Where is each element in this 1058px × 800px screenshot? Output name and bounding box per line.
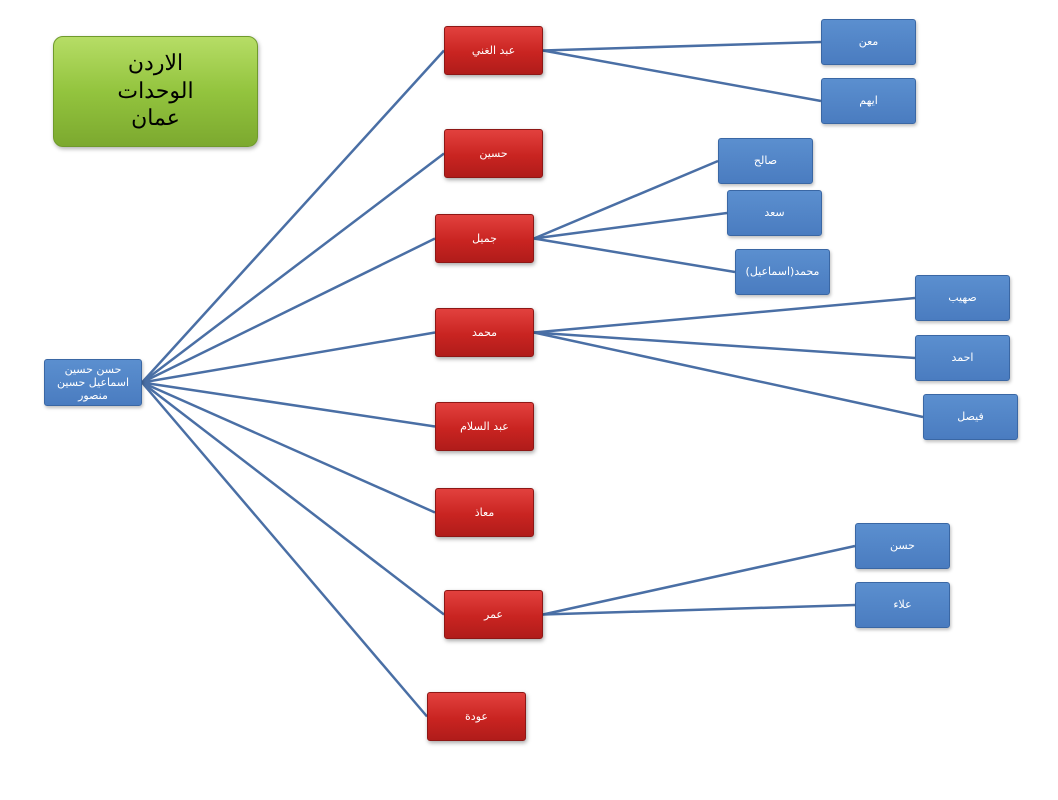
connector-line (141, 381, 445, 616)
son-node: محمد (435, 308, 534, 357)
son-node: عودة (427, 692, 526, 741)
connector-line (141, 49, 445, 384)
connector-line (533, 331, 916, 360)
connector-line (533, 237, 736, 274)
connector-line (542, 603, 856, 616)
son-node: عبد الغني (444, 26, 543, 75)
connector-line (141, 381, 436, 428)
connector-line (533, 159, 719, 240)
grandchild-node: حسن (855, 523, 950, 569)
son-node: معاذ (435, 488, 534, 537)
son-node: عبد السلام (435, 402, 534, 451)
title-line-district: الوحدات (117, 78, 194, 104)
grandchild-node: معن (821, 19, 916, 65)
grandchild-node: احمد (915, 335, 1010, 381)
connector-line (533, 331, 924, 419)
grandchild-node: صالح (718, 138, 813, 184)
grandchild-node: سعد (727, 190, 822, 236)
connector-line (542, 49, 822, 103)
son-node: حسين (444, 129, 543, 178)
grandchild-node: علاء (855, 582, 950, 628)
connector-line (542, 40, 822, 52)
connector-line (542, 544, 856, 616)
connector-line (141, 237, 436, 384)
connector-line (533, 211, 728, 240)
connector-line (141, 152, 445, 384)
title-line-country: الاردن (127, 51, 184, 77)
location-title-box: الاردن الوحدات عمان (53, 36, 258, 147)
son-node: جميل (435, 214, 534, 263)
connector-line (533, 296, 916, 334)
connector-line (141, 381, 428, 718)
grandchild-node: فيصل (923, 394, 1018, 440)
connector-line (141, 381, 436, 514)
grandchild-node: محمد(اسماعيل) (735, 249, 830, 295)
grandchild-node: ايهم (821, 78, 916, 124)
root-node: حسن حسين اسماعيل حسين منصور (44, 359, 142, 406)
son-node: عمر (444, 590, 543, 639)
title-line-city: عمان (131, 106, 180, 132)
connector-line (141, 331, 436, 384)
grandchild-node: صهيب (915, 275, 1010, 321)
